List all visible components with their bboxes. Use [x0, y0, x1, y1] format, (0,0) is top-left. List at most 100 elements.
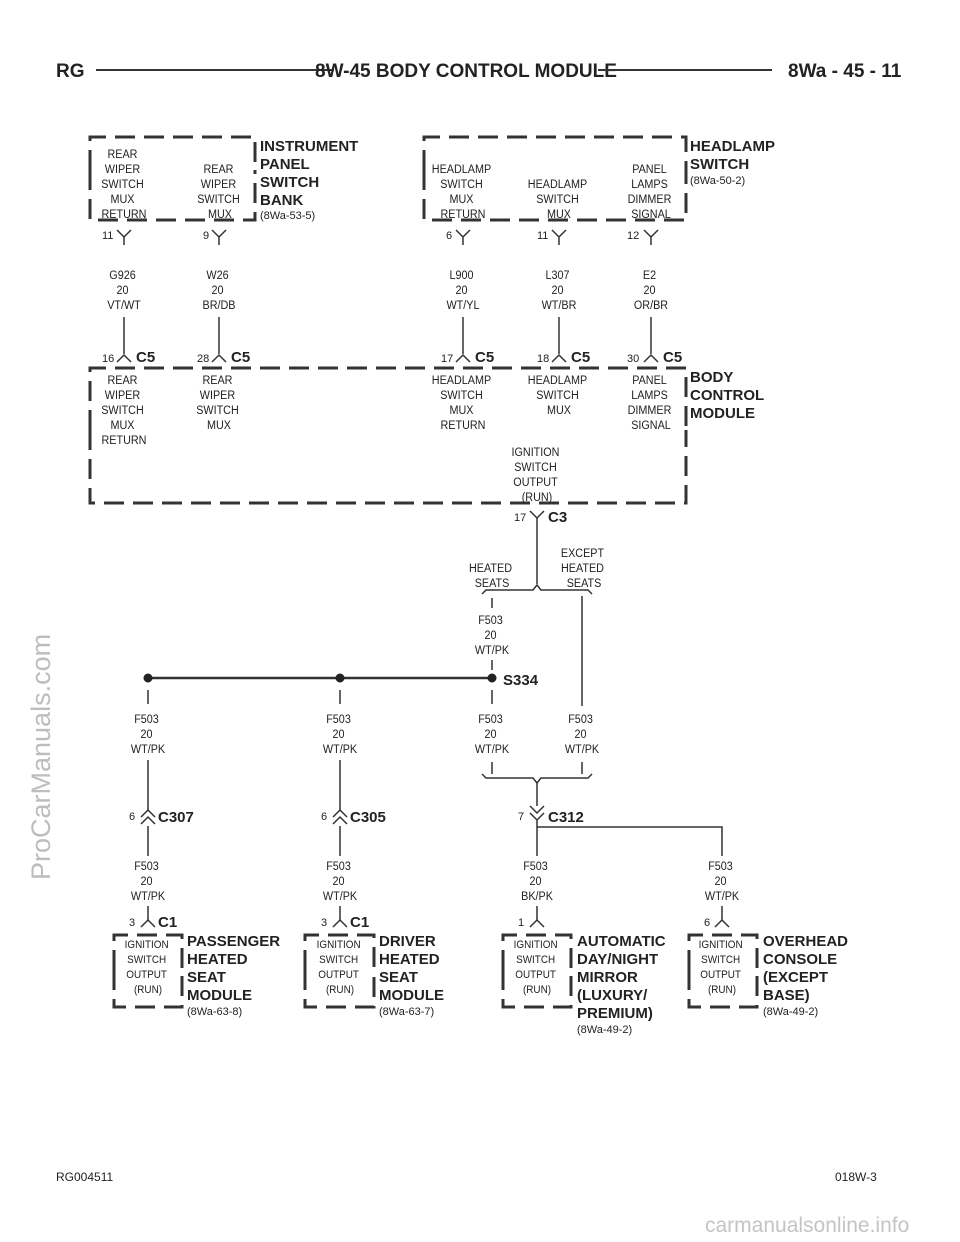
- svg-text:6: 6: [321, 811, 327, 823]
- svg-text:C5: C5: [571, 349, 590, 366]
- passenger-title: PASSENGER HEATED SEAT MODULE: [187, 933, 284, 1004]
- bcm-dimmer-label: PANEL LAMPS DIMMER SIGNAL: [628, 375, 675, 433]
- footer-left: RG004511: [56, 1170, 113, 1184]
- driver-heated-seat-module: IGNITION SWITCH OUTPUT (RUN) DRIVER HEAT…: [303, 933, 444, 1018]
- passenger-ignition-label: IGNITION SWITCH OUTPUT (RUN): [125, 940, 172, 997]
- svg-text:3: 3: [321, 917, 327, 929]
- svg-text:(8Wa-49-2): (8Wa-49-2): [577, 1024, 632, 1036]
- svg-text:9: 9: [203, 230, 209, 242]
- svg-text:28: 28: [197, 353, 209, 365]
- driver-ignition-label: IGNITION SWITCH OUTPUT (RUN): [317, 940, 364, 997]
- lower-wire-labels: F503 20 WT/PK F503 20 WT/PK F503 20 BK/P…: [131, 826, 740, 920]
- ip-rear-wiper-mux-label: REAR WIPER SWITCH MUX: [197, 164, 243, 222]
- svg-text:C5: C5: [475, 349, 494, 366]
- bcm-rear-wiper-mux-label: REAR WIPER SWITCH MUX: [196, 375, 242, 433]
- body-control-module: REAR WIPER SWITCH MUX RETURN REAR WIPER …: [88, 366, 768, 505]
- headlamp-switch-title: HEADLAMP SWITCH: [690, 138, 779, 173]
- svg-text:S334: S334: [503, 672, 539, 689]
- wire-f503-passenger-lower: F503 20 WT/PK: [131, 861, 166, 904]
- headlamp-switch: HEADLAMP SWITCH MUX RETURN HEADLAMP SWIT…: [422, 135, 779, 222]
- wire-f503-mirror-heated: F503 20 WT/PK: [475, 714, 510, 757]
- svg-text:7: 7: [518, 811, 524, 823]
- svg-text:11: 11: [537, 230, 548, 242]
- inline-connectors: 6 C307 6 C305 7 C312: [129, 805, 723, 856]
- upper-wires: [123, 317, 652, 354]
- svg-text:C312: C312: [548, 809, 584, 826]
- footer-right: 018W-3: [835, 1170, 877, 1184]
- heated-seats-label: HEATED SEATS: [469, 563, 515, 591]
- svg-text:12: 12: [627, 230, 639, 242]
- automatic-day-night-mirror: IGNITION SWITCH OUTPUT (RUN) AUTOMATIC D…: [501, 933, 670, 1036]
- svg-text:C307: C307: [158, 809, 194, 826]
- overhead-console: IGNITION SWITCH OUTPUT (RUN) OVERHEAD CO…: [687, 933, 852, 1018]
- c1-connectors: 3 C1 3 C1 1 6: [129, 914, 730, 931]
- svg-text:17: 17: [514, 512, 526, 524]
- svg-text:C5: C5: [231, 349, 250, 366]
- svg-text:C1: C1: [158, 914, 177, 931]
- hl-mux-label: HEADLAMP SWITCH MUX: [528, 179, 590, 222]
- wire-f503-overhead-lower: F503 20 WT/PK: [705, 861, 740, 904]
- svg-text:C305: C305: [350, 809, 386, 826]
- header-title: 8W-45 BODY CONTROL MODULE: [315, 61, 617, 82]
- svg-text:16: 16: [102, 353, 114, 365]
- svg-text:17: 17: [441, 353, 453, 365]
- svg-text:3: 3: [129, 917, 135, 929]
- mirror-title: AUTOMATIC DAY/NIGHT MIRROR (LUXURY/ PREM…: [577, 933, 670, 1022]
- header-left: RG: [56, 61, 85, 82]
- ip-switch-bank-ref: (8Wa-53-5): [260, 210, 315, 222]
- wire-f503-driver: F503 20 WT/PK: [323, 714, 358, 757]
- headlamp-switch-ref: (8Wa-50-2): [690, 175, 745, 187]
- overhead-title: OVERHEAD CONSOLE (EXCEPT BASE): [763, 933, 852, 1004]
- svg-text:(8Wa-49-2): (8Wa-49-2): [763, 1006, 818, 1018]
- wire-f503-passenger: F503 20 WT/PK: [131, 714, 166, 757]
- c3-connector: 17 C3: [514, 509, 567, 527]
- side-watermark: ProCarManuals.com: [26, 634, 56, 880]
- wire-l900: L900 20 WT/YL: [447, 270, 480, 313]
- driver-title: DRIVER HEATED SEAT MODULE: [379, 933, 444, 1004]
- hl-dimmer-label: PANEL LAMPS DIMMER SIGNAL: [628, 164, 675, 222]
- svg-text:C5: C5: [663, 349, 682, 366]
- bcm-hl-mux-label: HEADLAMP SWITCH MUX: [528, 375, 590, 418]
- svg-text:C3: C3: [548, 509, 567, 526]
- mid-wires: [147, 760, 593, 810]
- svg-text:18: 18: [537, 353, 549, 365]
- bcm-ignition-label: IGNITION SWITCH OUTPUT (RUN): [512, 447, 563, 505]
- mid-wire-labels: F503 20 WT/PK F503 20 WT/PK F503 20 WT/P…: [131, 714, 600, 757]
- option-split: HEATED SEATS EXCEPT HEATED SEATS F503 20…: [469, 527, 607, 706]
- wire-f503-driver-lower: F503 20 WT/PK: [323, 861, 358, 904]
- wire-e2: E2 20 OR/BR: [634, 270, 668, 313]
- svg-text:11: 11: [102, 230, 113, 242]
- svg-text:(8Wa-63-7): (8Wa-63-7): [379, 1006, 434, 1018]
- ip-rear-wiper-return-label: REAR WIPER SWITCH MUX RETURN: [101, 149, 147, 222]
- header-page: 8Wa - 45 - 11: [788, 61, 902, 82]
- wire-l307: L307 20 WT/BR: [542, 270, 577, 313]
- ip-switch-bank-title: INSTRUMENT PANEL SWITCH BANK: [260, 138, 363, 209]
- svg-text:C1: C1: [350, 914, 369, 931]
- svg-text:1: 1: [518, 917, 524, 929]
- hl-mux-return-label: HEADLAMP SWITCH MUX RETURN: [432, 164, 494, 222]
- svg-text:(8Wa-63-8): (8Wa-63-8): [187, 1006, 242, 1018]
- wire-w26: W26 20 BR/DB: [203, 270, 236, 313]
- svg-text:6: 6: [704, 917, 710, 929]
- overhead-ignition-label: IGNITION SWITCH OUTPUT (RUN): [699, 940, 746, 997]
- bcm-hl-mux-return-label: HEADLAMP SWITCH MUX RETURN: [432, 375, 494, 433]
- svg-text:6: 6: [129, 811, 135, 823]
- svg-text:30: 30: [627, 353, 639, 365]
- bcm-title: BODY CONTROL MODULE: [690, 369, 768, 422]
- passenger-heated-seat-module: IGNITION SWITCH OUTPUT (RUN) PASSENGER H…: [112, 933, 284, 1018]
- splice-s334: S334: [143, 672, 539, 704]
- wire-f503-heated: F503 20 WT/PK: [475, 615, 510, 658]
- wire-f503-except: F503 20 WT/PK: [565, 714, 600, 757]
- instrument-panel-switch-bank: REAR WIPER SWITCH MUX RETURN REAR WIPER …: [88, 135, 363, 222]
- wire-f503-mirror-lower: F503 20 BK/PK: [521, 861, 553, 904]
- svg-text:6: 6: [446, 230, 452, 242]
- svg-text:C5: C5: [136, 349, 155, 366]
- upper-wire-labels: G926 20 VT/WT W26 20 BR/DB L900 20 WT/YL…: [107, 270, 668, 313]
- except-heated-seats-label: EXCEPT HEATED SEATS: [561, 548, 607, 591]
- wire-g926: G926 20 VT/WT: [107, 270, 141, 313]
- mirror-ignition-label: IGNITION SWITCH OUTPUT (RUN): [514, 940, 561, 997]
- bcm-rear-wiper-return-label: REAR WIPER SWITCH MUX RETURN: [101, 375, 147, 448]
- c5-connectors: 16 C5 28 C5 17 C5 18 C5 30 C5: [102, 349, 682, 366]
- bottom-watermark: carmanualsonline.info: [705, 1214, 909, 1237]
